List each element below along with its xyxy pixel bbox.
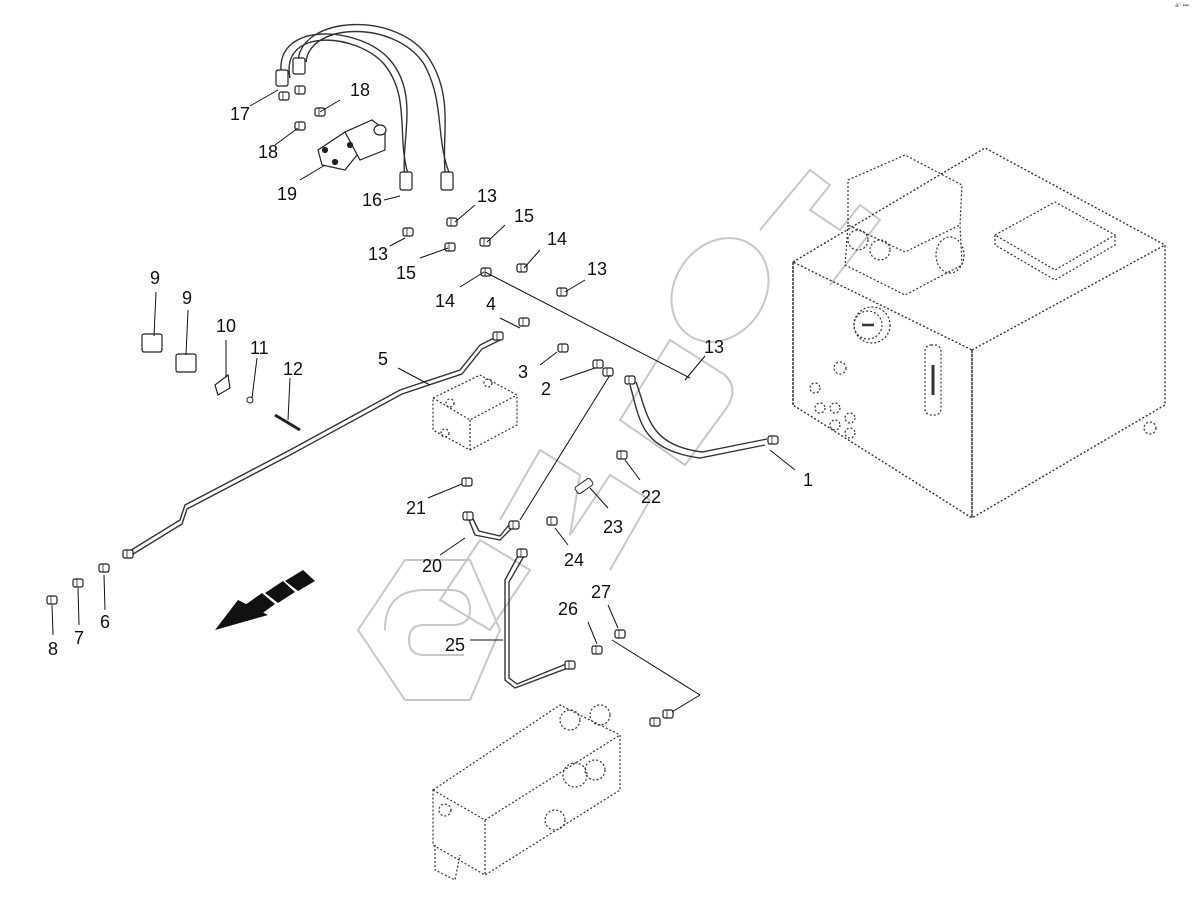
callout-6: 6 — [100, 612, 110, 632]
tank-inspection-cover — [993, 201, 1117, 281]
callout-25: 25 — [445, 635, 465, 655]
callout-9b: 9 — [182, 288, 192, 308]
callout-24: 24 — [564, 550, 584, 570]
callout-20: 20 — [422, 556, 442, 576]
callout-4: 4 — [486, 294, 496, 314]
callout-14b: 14 — [547, 229, 567, 249]
tube-5 — [127, 334, 503, 557]
watermark-logo-hexagon — [356, 559, 502, 701]
steering-unit-19 — [317, 119, 387, 171]
nut-8 — [46, 595, 58, 605]
plate-10 — [214, 373, 231, 396]
callout-17: 17 — [230, 104, 250, 124]
tube-20 — [466, 514, 516, 541]
callout-22: 22 — [641, 487, 661, 507]
watermark-letters — [438, 168, 882, 632]
callout-14a: 14 — [435, 291, 455, 311]
fittings-26-27 — [591, 629, 674, 727]
callout-7: 7 — [74, 628, 84, 648]
tank-breather-cap — [853, 306, 891, 344]
main-valve-block — [432, 704, 621, 881]
callout-15b: 15 — [514, 206, 534, 226]
callout-18a: 18 — [350, 80, 370, 100]
callout-13d: 13 — [704, 337, 724, 357]
callout-1: 1 — [803, 470, 813, 490]
leader-lines — [51, 89, 796, 713]
tube-25 — [504, 551, 569, 689]
forward-arrow-icon — [215, 570, 315, 630]
callout-15a: 15 — [396, 263, 416, 283]
callout-10: 10 — [216, 316, 236, 336]
watermark — [356, 168, 882, 701]
callout-2: 2 — [541, 379, 551, 399]
callout-12: 12 — [283, 359, 303, 379]
callout-13a: 13 — [368, 244, 388, 264]
valve-block-small — [432, 374, 518, 451]
washer-7 — [72, 578, 84, 588]
callout-8: 8 — [48, 639, 58, 659]
hydraulic-tank — [791, 147, 1166, 520]
callout-11: 11 — [250, 338, 269, 358]
clamp-blocks-9 — [141, 333, 197, 373]
callout-21: 21 — [406, 498, 426, 518]
callout-16: 16 — [362, 190, 382, 210]
tank-sight-gauge — [924, 344, 942, 416]
callout-9a: 9 — [150, 268, 160, 288]
callout-5: 5 — [378, 349, 388, 369]
callout-13c: 13 — [587, 259, 607, 279]
corner-mark: a° ▪▪▪ — [1175, 3, 1189, 9]
tank-ports — [809, 361, 1157, 439]
callout-13b: 13 — [477, 186, 497, 206]
callout-3: 3 — [518, 362, 528, 382]
callout-19: 19 — [277, 184, 297, 204]
hose-pair-16 — [280, 23, 453, 181]
callout-18b: 18 — [258, 142, 278, 162]
fittings-17-18 — [278, 85, 326, 131]
fitting-6 — [98, 563, 110, 573]
hose-end-fittings-16 — [275, 57, 454, 191]
hose-1 — [629, 381, 768, 459]
washer-11 — [246, 396, 254, 404]
fittings-21-22-23-24 — [461, 450, 628, 526]
bolt-12 — [274, 413, 301, 432]
tee-fitting-2 — [592, 359, 614, 377]
callout-23: 23 — [603, 517, 623, 537]
tank-filter-housing — [844, 154, 965, 296]
callout-26: 26 — [558, 599, 578, 619]
callout-27: 27 — [591, 582, 611, 602]
callout-labels: 1 2 3 4 5 6 7 8 9 9 10 11 12 13 13 13 13… — [48, 80, 813, 659]
